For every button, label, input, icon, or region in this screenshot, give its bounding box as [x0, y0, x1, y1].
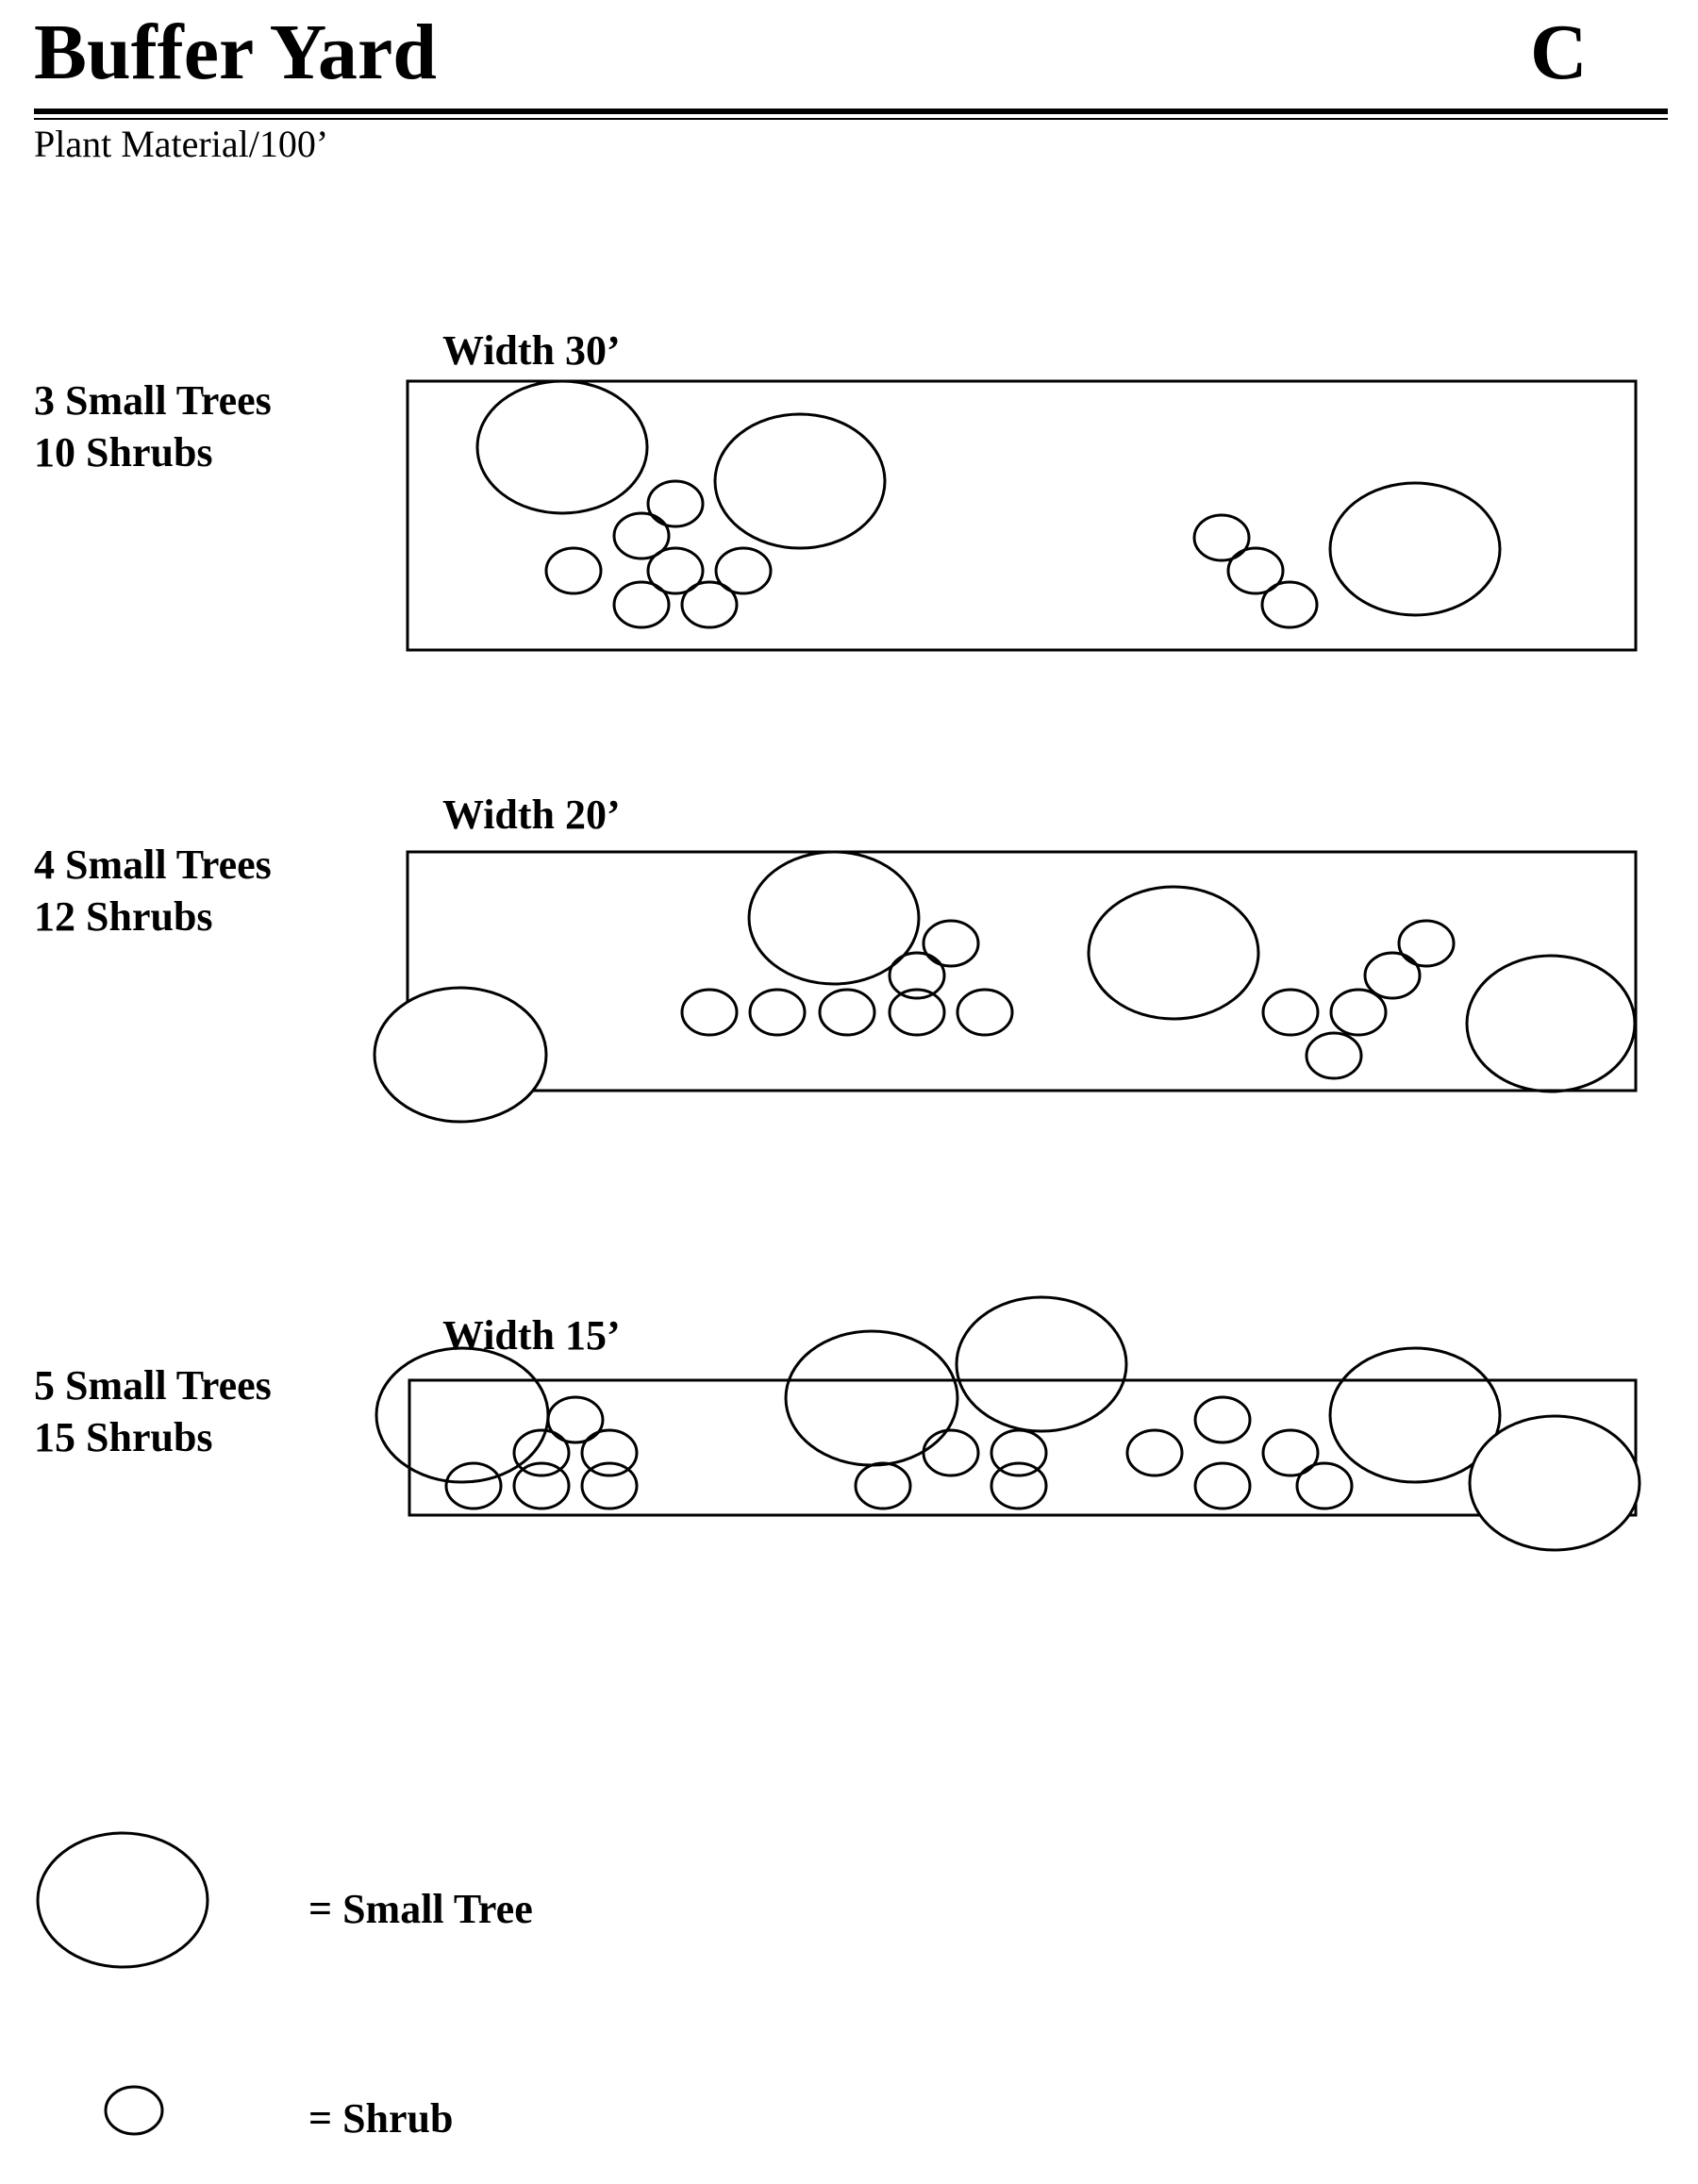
small-tree-symbol: [1468, 1414, 1641, 1552]
shrub-symbol: [714, 546, 773, 595]
shrub-symbol: [888, 988, 946, 1037]
small-tree-symbol: [1465, 954, 1637, 1093]
shrub-symbol: [646, 479, 705, 528]
shrub-symbol: [1305, 1031, 1363, 1080]
small-tree-symbol: [1328, 1346, 1502, 1484]
yard-1-plant-counts: 3 Small Trees 10 Shrubs: [34, 375, 272, 478]
small-tree-symbol: [475, 379, 649, 515]
yard-3-plant-counts: 5 Small Trees 15 Shrubs: [34, 1359, 272, 1463]
shrub-symbol: [990, 1428, 1048, 1477]
shrub-symbol: [1193, 1395, 1252, 1444]
shrub-symbol: [680, 580, 739, 629]
yard-3-plan: [375, 1295, 1641, 1552]
shrub-symbol: [854, 1461, 912, 1510]
yard-2-trees-count: 4 Small Trees: [34, 842, 272, 888]
yard-3-trees-count: 5 Small Trees: [34, 1362, 272, 1409]
small-tree-symbol: [373, 986, 548, 1124]
shrub-symbol: [1193, 1461, 1252, 1510]
shrub-symbol: [922, 919, 980, 968]
page-title: Buffer Yard: [34, 8, 437, 96]
shrub-symbol: [1329, 988, 1388, 1037]
legend-shrub-symbol: [104, 2085, 164, 2136]
shrub-symbol: [646, 546, 705, 595]
yard-2-plant-counts: 4 Small Trees 12 Shrubs: [34, 839, 272, 942]
shrub-symbol: [612, 511, 671, 560]
yard-1-width-label: Width 30’: [442, 327, 621, 374]
yard-2-shrubs-count: 12 Shrubs: [34, 893, 213, 940]
page-subtitle: Plant Material/100’: [34, 123, 329, 165]
shrub-symbol: [546, 1395, 605, 1444]
shrub-symbol: [922, 1428, 980, 1477]
shrub-symbol: [1192, 513, 1251, 562]
shrub-symbol: [512, 1428, 571, 1477]
shrub-symbol: [1261, 1428, 1320, 1477]
small-tree-symbol: [784, 1329, 959, 1467]
shrub-symbol: [818, 988, 876, 1037]
shrub-symbol: [1295, 1461, 1354, 1510]
shrub-symbol: [888, 951, 946, 1000]
legend: [36, 1831, 209, 2136]
shrub-symbol: [680, 988, 739, 1037]
shrub-symbol: [748, 988, 807, 1037]
shrub-symbol: [580, 1428, 639, 1477]
small-tree-symbol: [955, 1295, 1128, 1433]
buffer-yard-type-letter: C: [1530, 8, 1588, 96]
yard-1-strip: [406, 379, 1638, 652]
small-tree-symbol: [1328, 481, 1502, 617]
shrub-symbol: [1261, 988, 1320, 1037]
yard-2-plan: [373, 850, 1638, 1124]
small-tree-symbol: [1087, 885, 1260, 1021]
header-rule-thick: [34, 108, 1668, 114]
shrub-symbol: [1226, 546, 1285, 595]
yard-1-plan: [406, 379, 1638, 652]
yard-2-strip: [406, 850, 1638, 1092]
shrub-symbol: [512, 1461, 571, 1510]
shrub-symbol: [544, 546, 603, 595]
shrub-symbol: [1363, 951, 1422, 1000]
header-rule-thin: [34, 118, 1668, 120]
yard-2-width-label: Width 20’: [442, 792, 621, 838]
small-tree-symbol: [747, 850, 921, 986]
legend-shrub-label: = Shrub: [308, 2095, 454, 2142]
shrub-symbol: [990, 1461, 1048, 1510]
shrub-symbol: [956, 988, 1014, 1037]
shrub-symbol: [1125, 1428, 1184, 1477]
yard-3-shrubs-count: 15 Shrubs: [34, 1414, 213, 1460]
shrub-symbol: [1397, 919, 1456, 968]
legend-small-tree-symbol: [36, 1831, 209, 1969]
shrub-symbol: [1260, 580, 1319, 629]
yard-3-strip: [408, 1378, 1638, 1517]
yard-1-shrubs-count: 10 Shrubs: [34, 429, 213, 475]
yard-1-trees-count: 3 Small Trees: [34, 377, 272, 424]
shrub-symbol: [580, 1461, 639, 1510]
legend-small-tree-label: = Small Tree: [308, 1886, 533, 1932]
shrub-symbol: [612, 580, 671, 629]
shrub-symbol: [444, 1461, 503, 1510]
small-tree-symbol: [375, 1346, 550, 1484]
small-tree-symbol: [713, 412, 887, 550]
